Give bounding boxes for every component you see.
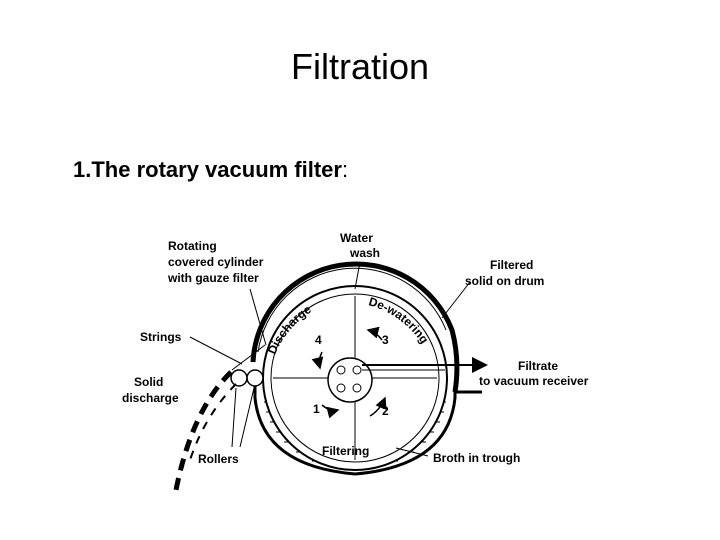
label-filtered: Filtered bbox=[490, 258, 533, 272]
label-broth-in-trough: Broth in trough bbox=[433, 451, 520, 465]
label-filtrate: Filtrate bbox=[518, 359, 558, 373]
label-solid-on-drum: solid on drum bbox=[465, 274, 544, 288]
label-wash: wash bbox=[349, 246, 380, 260]
rotation-arrows bbox=[311, 326, 387, 419]
label-rollers: Rollers bbox=[198, 452, 239, 466]
label-discharge: discharge bbox=[122, 391, 179, 405]
solid-discharge-path-inner bbox=[189, 383, 237, 461]
label-rotating-line2: covered cylinder bbox=[168, 255, 264, 269]
label-to-vacuum-receiver: to vacuum receiver bbox=[479, 374, 589, 388]
subtitle-colon: : bbox=[341, 157, 349, 182]
label-strings: Strings bbox=[140, 330, 182, 344]
label-rotating-line3: with gauze filter bbox=[167, 271, 259, 285]
drum-inner-ring bbox=[270, 293, 440, 463]
filter-cake bbox=[250, 261, 460, 393]
valve-ports bbox=[336, 365, 362, 393]
leader-lines bbox=[189, 261, 471, 457]
solid-discharge-path bbox=[173, 370, 233, 491]
sector-number-4: 4 bbox=[315, 333, 322, 347]
subtitle-text: 1.The rotary vacuum filter bbox=[73, 157, 342, 182]
zone-label-filtering: Filtering bbox=[322, 444, 369, 458]
gauze-layer bbox=[257, 267, 447, 353]
sector-number-2: 2 bbox=[382, 404, 389, 418]
label-rotating-line1: Rotating bbox=[168, 239, 217, 253]
trough bbox=[253, 384, 482, 476]
label-water: Water bbox=[340, 231, 373, 245]
sector-number-3: 3 bbox=[382, 333, 389, 347]
strings-line bbox=[231, 344, 266, 371]
label-solid: Solid bbox=[134, 375, 163, 389]
filtrate-pipe bbox=[362, 357, 488, 373]
slide-subtitle: 1.The rotary vacuum filter: bbox=[73, 157, 348, 183]
rollers bbox=[230, 369, 264, 387]
sector-number-1: 1 bbox=[313, 402, 320, 416]
slide-title: Filtration bbox=[290, 46, 430, 87]
